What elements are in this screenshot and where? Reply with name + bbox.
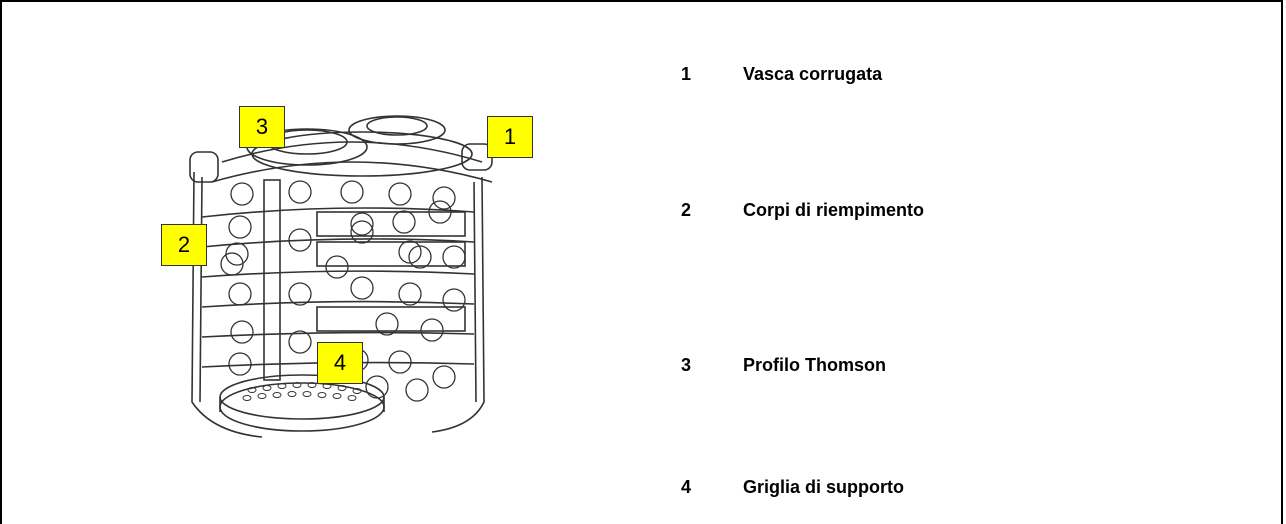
legend-text: Vasca corrugata xyxy=(743,64,883,84)
callout-4: 4 xyxy=(317,342,363,384)
legend-number: 1 xyxy=(681,64,692,84)
legend-item-1: 1 Vasca corrugata xyxy=(681,64,882,85)
legend-item-4: 4 Griglia di supporto xyxy=(681,477,904,498)
legend-number: 3 xyxy=(681,355,692,375)
legend-text: Griglia di supporto xyxy=(743,477,904,497)
callout-3: 3 xyxy=(239,106,285,148)
legend-item-2: 2 Corpi di riempimento xyxy=(681,200,924,221)
callout-2: 2 xyxy=(161,224,207,266)
legend-text: Corpi di riempimento xyxy=(743,200,925,220)
tank-drawing xyxy=(189,115,493,438)
legend-number: 2 xyxy=(681,200,692,220)
callout-1: 1 xyxy=(487,116,533,158)
legend-number: 4 xyxy=(681,477,692,497)
legend-item-3: 3 Profilo Thomson xyxy=(681,355,886,376)
legend-text: Profilo Thomson xyxy=(743,355,886,375)
